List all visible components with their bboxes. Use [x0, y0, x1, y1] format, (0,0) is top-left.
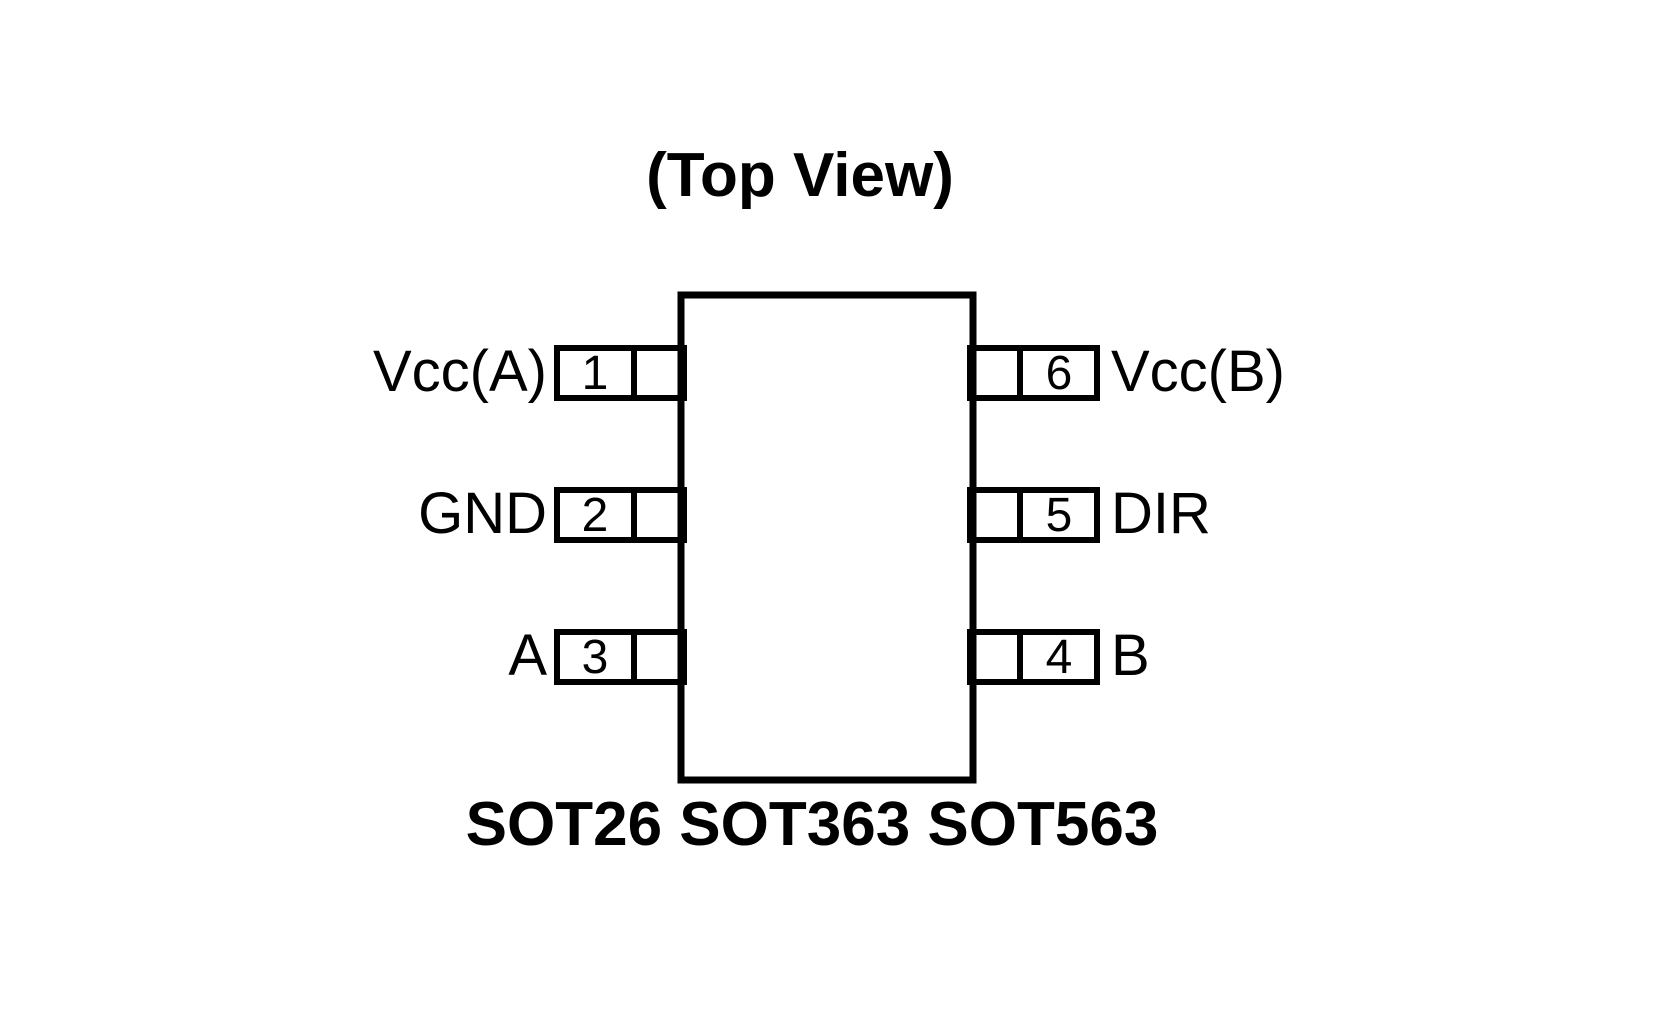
pin-5-outline	[967, 487, 1100, 543]
pin-5-number: 5	[1046, 489, 1073, 542]
package-body-outline	[677, 291, 977, 784]
pin-1-outline	[554, 345, 687, 401]
pin-2-group[interactable]: 2 GND	[418, 481, 687, 546]
pin-2-outline	[554, 487, 687, 543]
pin-4-label: B	[1111, 623, 1150, 688]
pin-1-group[interactable]: 1 Vcc(A)	[373, 339, 687, 404]
package-caption: SOT26 SOT363 SOT563	[466, 790, 1159, 859]
diagram-title: (Top View)	[646, 141, 954, 210]
pin-6-label: Vcc(B)	[1111, 339, 1285, 404]
pin-6-number: 6	[1046, 347, 1073, 400]
pin-3-outline	[554, 629, 687, 685]
pin-2-label: GND	[418, 481, 547, 546]
pin-2-number: 2	[582, 489, 609, 542]
pin-6-outline	[967, 345, 1100, 401]
pin-1-label: Vcc(A)	[373, 339, 547, 404]
pin-5-label: DIR	[1111, 481, 1211, 546]
pin-3-number: 3	[582, 631, 609, 684]
pin-4-group[interactable]: 4 B	[967, 623, 1150, 688]
pin-4-outline	[967, 629, 1100, 685]
pin-6-group[interactable]: 6 Vcc(B)	[967, 339, 1285, 404]
pin-3-label: A	[508, 623, 547, 688]
pin-1-number: 1	[582, 347, 609, 400]
pin-5-group[interactable]: 5 DIR	[967, 481, 1211, 546]
pin-3-group[interactable]: 3 A	[508, 623, 687, 688]
pin-4-number: 4	[1046, 631, 1073, 684]
